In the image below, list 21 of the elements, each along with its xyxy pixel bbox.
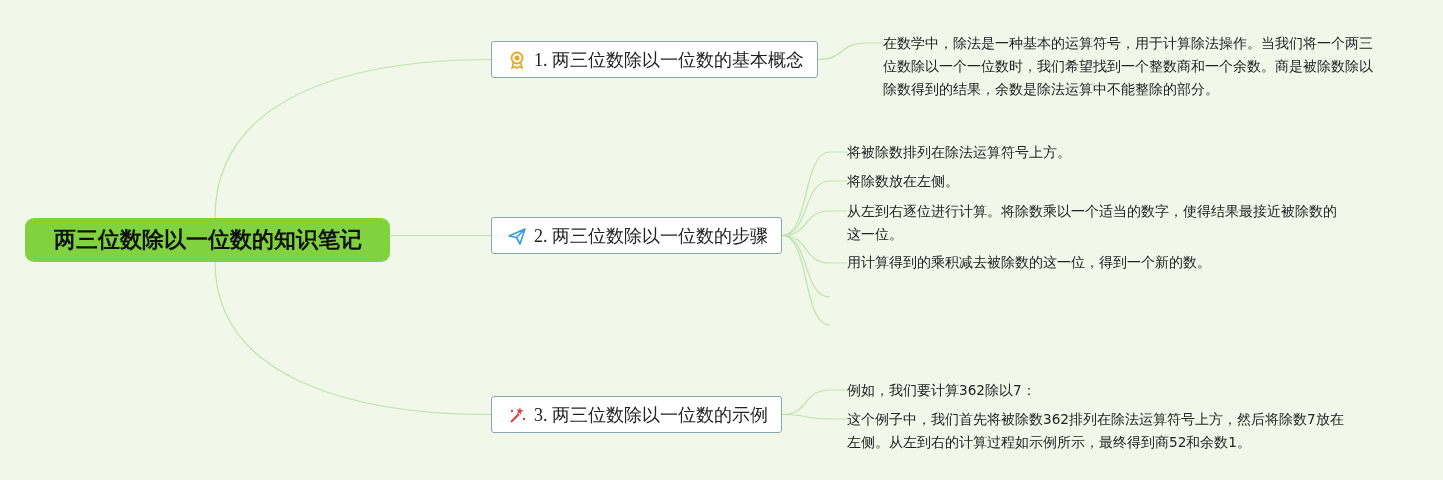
topic-label: 3. 两三位数除以一位数的示例 — [534, 403, 768, 427]
branch-line — [214, 261, 492, 416]
branch-line — [781, 413, 848, 420]
note-text: 从左到右逐位进行计算。将除数乘以一个适当的数字，使得结果最接近被除数的这一位。 — [847, 200, 1341, 246]
topic-label: 1. 两三位数除以一位数的基本概念 — [534, 48, 804, 72]
note-text: 例如，我们要计算362除以7： — [847, 379, 1341, 402]
branch-line — [389, 234, 492, 237]
note-text: 将被除数排列在除法运算符号上方。 — [847, 141, 1341, 164]
topic-box — [491, 217, 782, 254]
branch-line — [781, 234, 831, 326]
branch-line — [781, 151, 848, 237]
note-text: 将除数放在左侧。 — [847, 170, 1341, 193]
central-topic-box: 两三位数除以一位数的知识笔记 — [25, 218, 390, 262]
note-text: 这个例子中，我们首先将被除数362排列在除法运算符号上方，然后将除数7放在左侧。从左到右的计算过程如示例所示，最终得到商52和余数1。 — [847, 408, 1347, 454]
note-text: 在数学中，除法是一种基本的运算符号，用于计算除法操作。当我们将一个两三位数除以一个一位数时，我们希望找到一个整数商和一个余数。商是被除数除以除数得到的结果，余数是除法运算中不能整除的部分。 — [883, 32, 1379, 101]
note-text: 用计算得到的乘积减去被除数的这一位，得到一个新的数。 — [847, 252, 1341, 272]
topic-label: 2. 两三位数除以一位数的步骤 — [534, 224, 768, 248]
topic-box — [491, 396, 782, 433]
topic-box — [491, 41, 818, 78]
branch-line — [214, 58, 492, 219]
branch-line — [817, 42, 884, 61]
